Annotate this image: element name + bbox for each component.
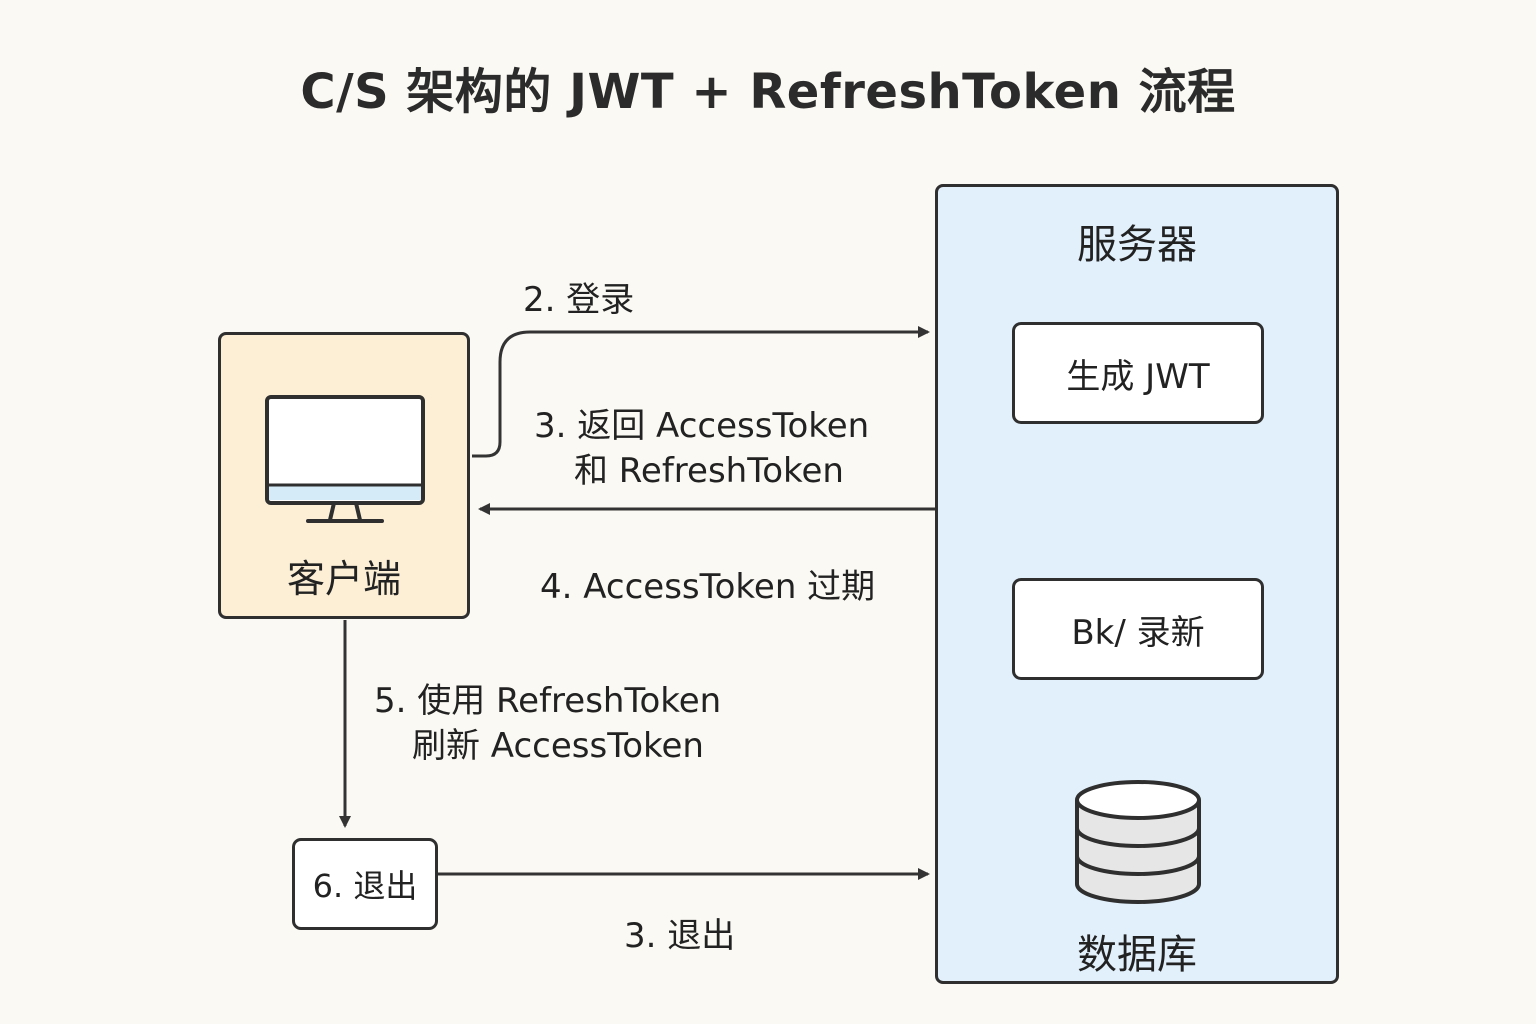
label-use-refresh-2: 刷新 AccessToken — [412, 726, 704, 766]
node-refresh: Bk/ 录新 — [1012, 578, 1264, 680]
database-icon — [1075, 780, 1201, 904]
label-expired: 4. AccessToken 过期 — [540, 567, 876, 607]
label-logout: 3. 退出 — [624, 916, 736, 956]
edge-login — [472, 326, 930, 458]
server-title: 服务器 — [1077, 222, 1197, 268]
client-label: 客户端 — [286, 557, 401, 601]
node-generate-jwt: 生成 JWT — [1012, 322, 1264, 424]
page-title: C/S 架构的 JWT + RefreshToken 流程 — [300, 64, 1236, 120]
logout-box: 6. 退出 — [292, 838, 438, 930]
database-label: 数据库 — [1077, 932, 1197, 978]
monitor-icon — [265, 395, 425, 523]
label-return-tokens-1: 3. 返回 AccessToken — [534, 406, 870, 446]
label-use-refresh-1: 5. 使用 RefreshToken — [374, 681, 722, 721]
label-return-tokens-2: 和 RefreshToken — [574, 451, 844, 491]
label-login: 2. 登录 — [523, 280, 635, 320]
